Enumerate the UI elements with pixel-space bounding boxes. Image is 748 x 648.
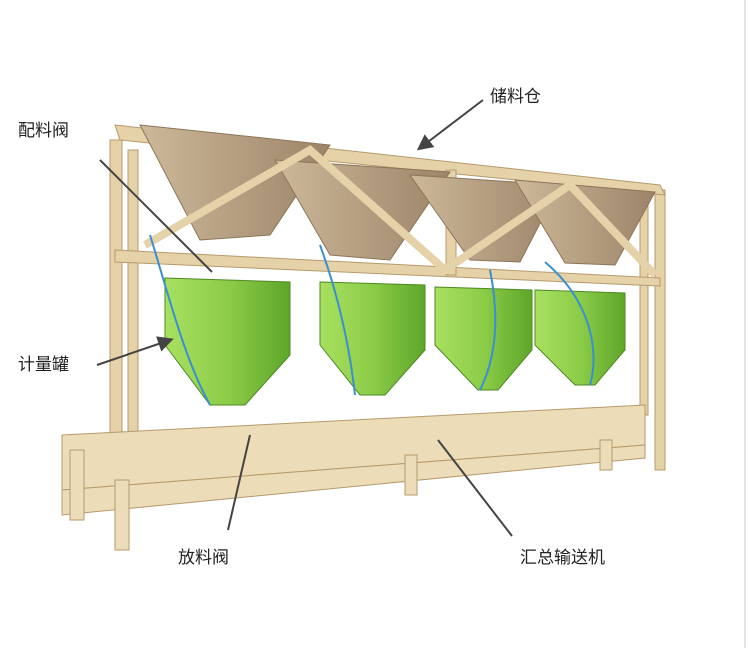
collecting-conveyor (61, 404, 646, 551)
callout-arrows (96, 99, 513, 537)
label-storage-bin: 储料仓 (490, 87, 541, 107)
label-collecting-conveyor: 汇总输送机 (520, 548, 605, 568)
label-weighing-tank: 计量罐 (18, 355, 69, 375)
label-dosing-valve: 配料阀 (18, 121, 69, 141)
weighing-tanks (164, 277, 626, 406)
air-pipes (149, 234, 595, 406)
right-border (744, 0, 746, 648)
label-discharge-valve: 放料阀 (178, 548, 229, 568)
truss (143, 145, 658, 278)
